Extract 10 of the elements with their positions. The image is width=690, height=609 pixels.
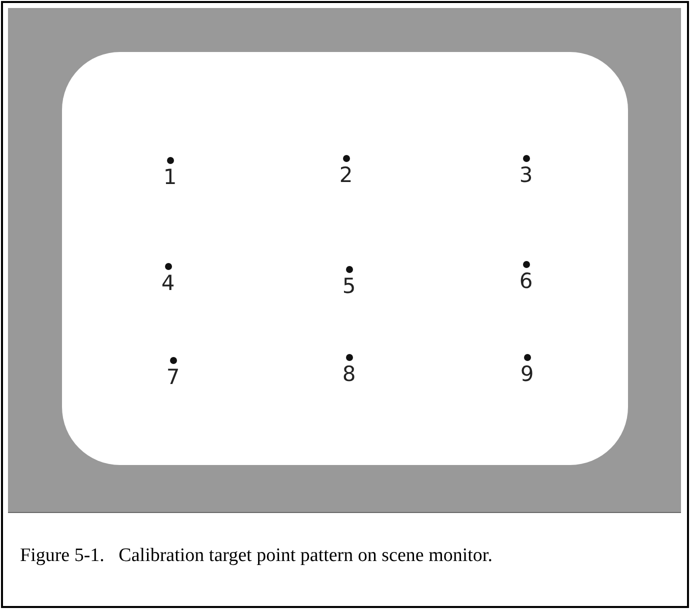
point-number: 4 <box>161 273 175 294</box>
point-number: 7 <box>166 367 180 388</box>
point-number: 2 <box>339 165 353 186</box>
point-number: 6 <box>519 271 533 292</box>
point-number: 3 <box>519 165 533 186</box>
point-number: 5 <box>342 276 356 297</box>
figure-caption: Figure 5-1. Calibration target point pattern on scene monitor. <box>20 545 492 567</box>
point-number: 8 <box>342 364 356 385</box>
point-number: 1 <box>163 167 177 188</box>
point-number: 9 <box>520 364 534 385</box>
